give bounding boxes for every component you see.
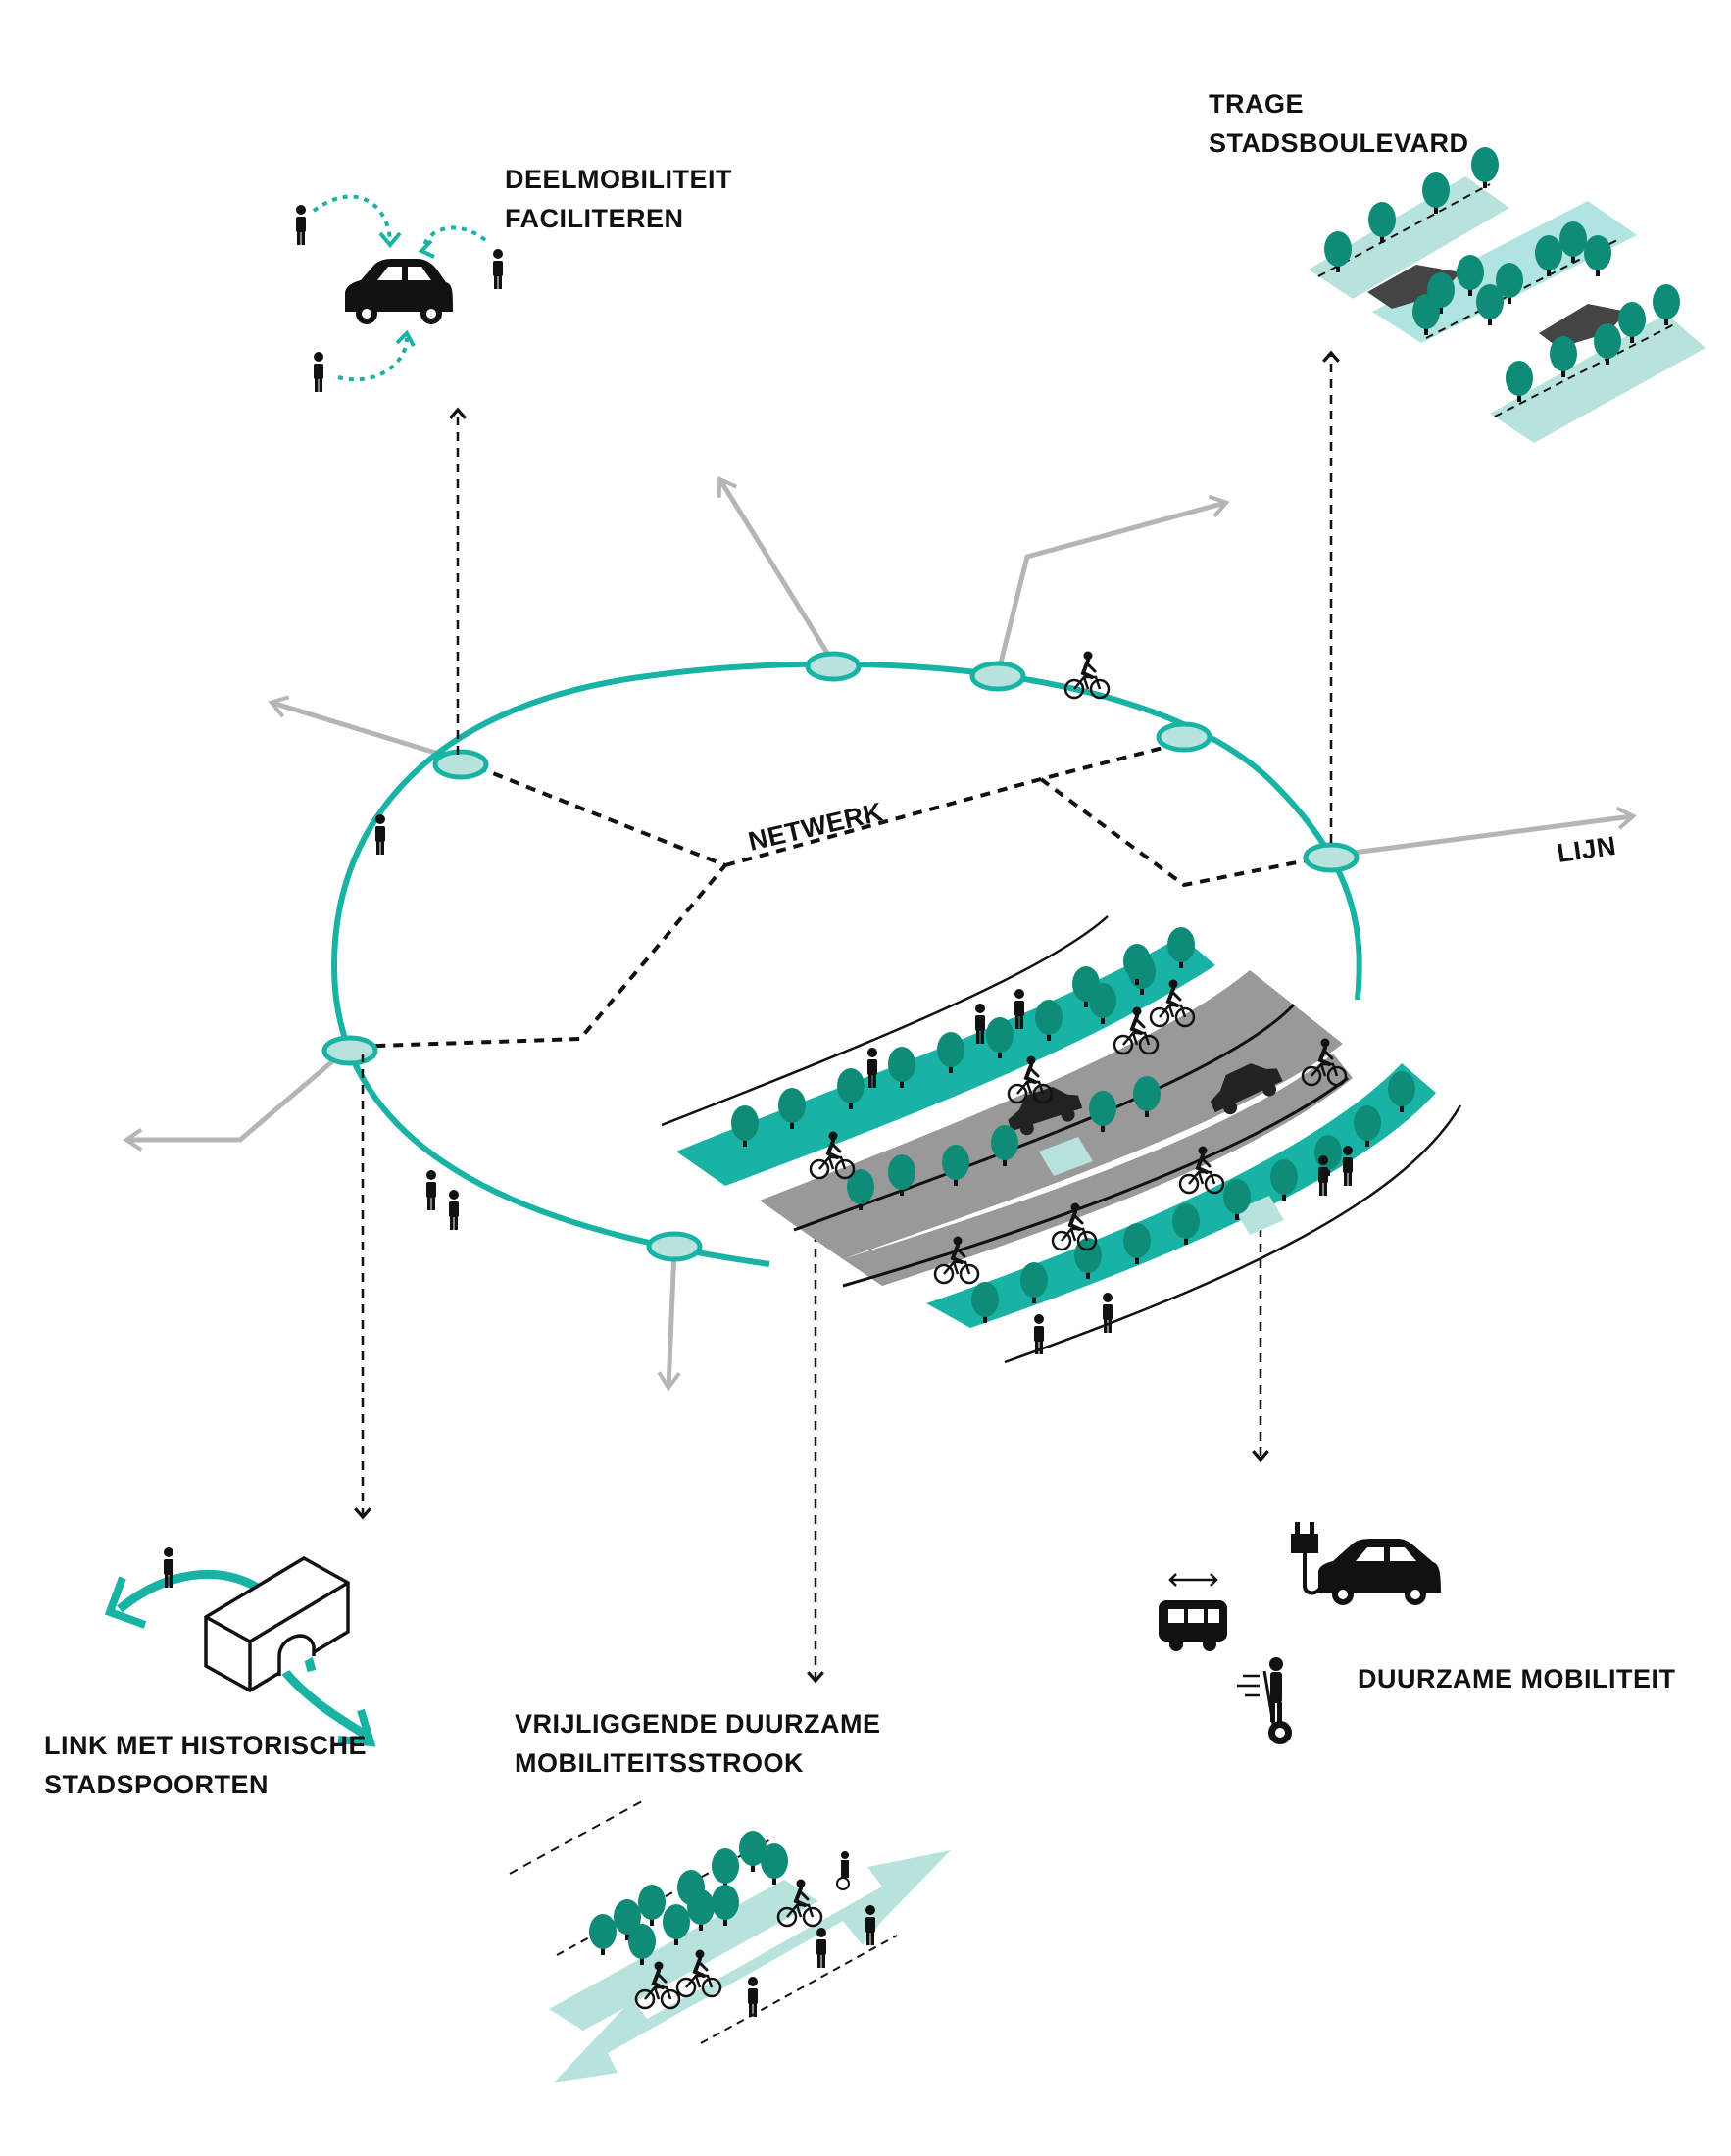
electric-plug-icon [1291,1522,1323,1595]
label-trage-2: STADSBOULEVARD [1209,128,1469,158]
city-gate-icon [104,1547,376,1747]
segway-icon [1237,1657,1292,1744]
person-icon [449,1190,459,1230]
car-icon [345,259,453,324]
car-icon [1318,1539,1441,1605]
central-boulevard [661,915,1462,1364]
label-vrijliggende-2: MOBILITEITSSTROOK [515,1748,804,1778]
ring-road [331,661,1362,1267]
sustainable-mobility-icons [1159,1522,1441,1744]
label-vrijliggende-1: VRIJLIGGENDE DUURZAME [515,1709,881,1739]
label-trage-1: TRAGE [1209,89,1304,119]
person-icon [375,814,385,855]
label-link-1: LINK MET HISTORISCHE [44,1731,367,1760]
connector-lines [354,350,1340,1684]
label-lijn: LIJN [1556,831,1618,868]
outward-arrows [123,475,1637,1392]
label-deelmobiliteit-2: FACILITEREN [505,204,684,233]
label-duurzame: DUURZAME MOBILITEIT [1358,1664,1675,1693]
slow-boulevard-icon [1309,147,1706,443]
label-netwerk: NETWERK [746,797,886,857]
dedicated-lane-icon [509,1800,951,2082]
shared-mobility-icon [296,194,503,392]
label-link-2: STADSPOORTEN [44,1770,269,1799]
bus-icon [1159,1573,1227,1651]
person-icon [426,1170,436,1210]
label-deelmobiliteit-1: DEELMOBILITEIT [505,165,732,194]
network-lines [349,743,1332,1049]
labels: DEELMOBILITEIT FACILITEREN TRAGE STADSBO… [44,89,1675,1799]
ring-nodes [321,651,1360,1262]
